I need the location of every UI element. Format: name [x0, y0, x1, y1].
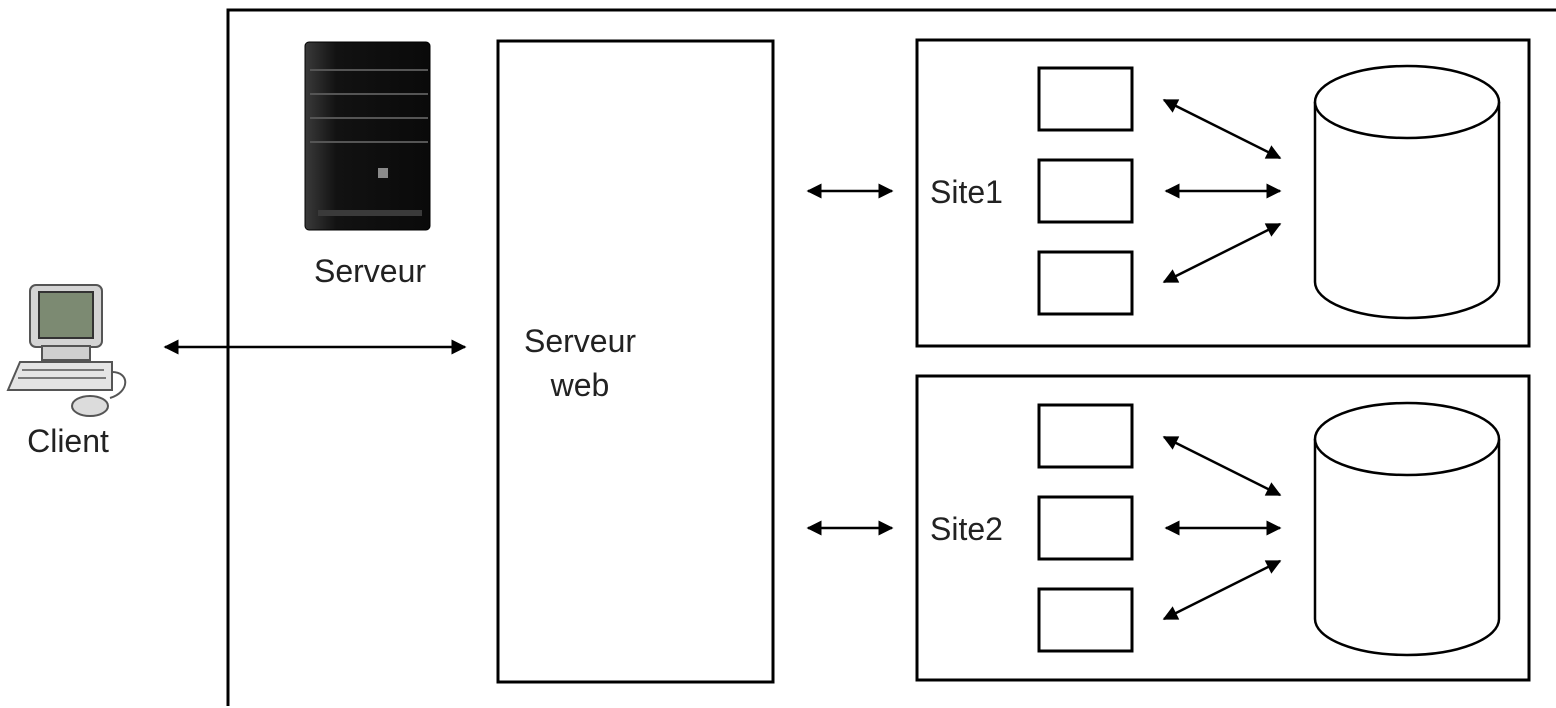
- site1-database-icon: [1313, 64, 1501, 320]
- site1-page-box: [1037, 158, 1134, 224]
- client-computer-icon: [6, 284, 127, 417]
- site1-page-box: [1037, 66, 1134, 132]
- site1-page-box: [1037, 250, 1134, 316]
- client-label: Client: [27, 423, 109, 459]
- web-server-label-line2: web: [550, 367, 610, 403]
- site2-page-box: [1037, 403, 1134, 469]
- site2-page-box: [1037, 495, 1134, 561]
- site2-box: [915, 374, 1531, 682]
- site2-page-box: [1037, 587, 1134, 653]
- server-tower-icon: [304, 41, 431, 231]
- site1-group: Site1: [806, 38, 1531, 348]
- site1-label: Site1: [930, 174, 1003, 210]
- web-server-label-line1: Serveur: [524, 323, 636, 359]
- site2-database-icon: [1313, 401, 1501, 657]
- site2-group: Site2: [806, 374, 1531, 682]
- server-label: Serveur: [314, 253, 426, 289]
- site1-db-arrow: [1162, 98, 1282, 160]
- server-boundary: [226, 8, 1556, 706]
- site2-db-arrow: [1162, 559, 1282, 621]
- site1-box: [915, 38, 1531, 348]
- web-server-box: [496, 39, 775, 684]
- site1-db-arrow: [1162, 222, 1282, 284]
- site2-db-arrow: [1162, 435, 1282, 497]
- site2-label: Site2: [930, 511, 1003, 547]
